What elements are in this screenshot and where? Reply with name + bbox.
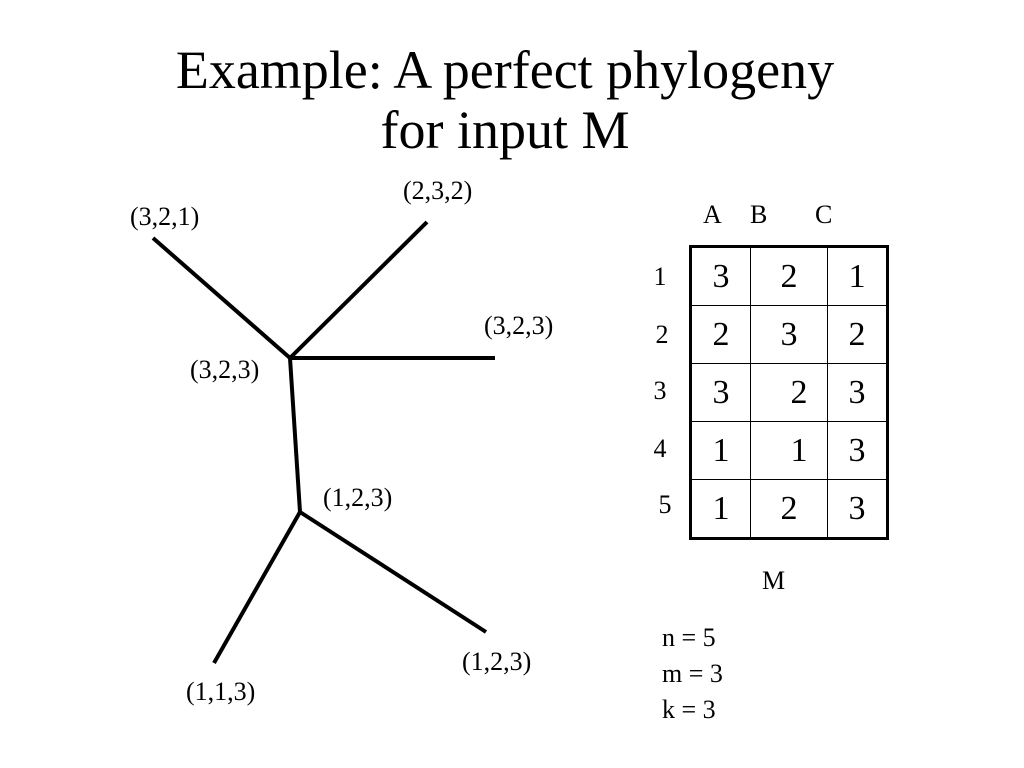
row-label-4: 4 [653, 434, 667, 463]
matrix-row: 3 2 1 [690, 246, 888, 306]
matrix-name: M [762, 566, 786, 595]
title-line-2: for input M [380, 100, 630, 160]
row-label-5: 5 [658, 490, 672, 519]
row-label-2: 2 [655, 320, 669, 349]
edge-to-232 [288, 220, 429, 360]
slide-title: Example: A perfect phylogeny for input M [0, 40, 1010, 160]
node-label-internal-123: (1,2,3) [323, 483, 393, 512]
edge-to-321 [151, 236, 292, 360]
matrix-cell: 3 [827, 363, 888, 422]
node-label-leaf-113: (1,1,3) [186, 677, 256, 706]
matrix-cell: 3 [827, 479, 888, 539]
matrix-row: 2 3 2 [690, 305, 888, 364]
matrix-cell: 3 [690, 246, 751, 306]
character-matrix: 3 2 1 2 3 2 3 2 3 1 1 3 1 2 3 [689, 245, 889, 540]
matrix-row: 3 2 3 [690, 363, 888, 422]
title-line-1: Example: A perfect phylogeny [175, 40, 835, 100]
matrix-cell: 1 [750, 421, 828, 480]
column-header-c: C [815, 200, 833, 229]
node-label-leaf-321: (3,2,1) [130, 202, 200, 231]
matrix-cell: 2 [827, 305, 888, 364]
matrix-cell: 3 [750, 305, 828, 364]
param-k: k = 3 [662, 695, 716, 724]
matrix-cell: 3 [690, 363, 751, 422]
column-header-a: A [703, 200, 722, 229]
matrix-cell: 2 [750, 246, 828, 306]
edge-internal [288, 357, 302, 513]
edge-to-123-leaf [298, 510, 488, 634]
matrix-cell: 2 [690, 305, 751, 364]
parameters: n = 5 m = 3 k = 3 [662, 620, 723, 728]
matrix-cell: 2 [750, 363, 828, 422]
row-label-1: 1 [653, 262, 667, 291]
param-n: n = 5 [662, 623, 716, 652]
column-header-b: B [750, 200, 768, 229]
matrix-cell: 3 [827, 421, 888, 480]
matrix-cell: 1 [690, 421, 751, 480]
matrix-cell: 1 [690, 479, 751, 539]
matrix-cell: 1 [827, 246, 888, 306]
row-label-3: 3 [653, 376, 667, 405]
edge-to-113 [212, 511, 302, 664]
matrix-cell: 2 [750, 479, 828, 539]
node-label-leaf-232: (2,3,2) [403, 176, 473, 205]
param-m: m = 3 [662, 659, 723, 688]
node-label-leaf-123: (1,2,3) [462, 647, 532, 676]
matrix-row: 1 2 3 [690, 479, 888, 539]
node-label-leaf-323: (3,2,3) [484, 311, 554, 340]
matrix-row: 1 1 3 [690, 421, 888, 480]
node-label-internal-323: (3,2,3) [190, 355, 260, 384]
